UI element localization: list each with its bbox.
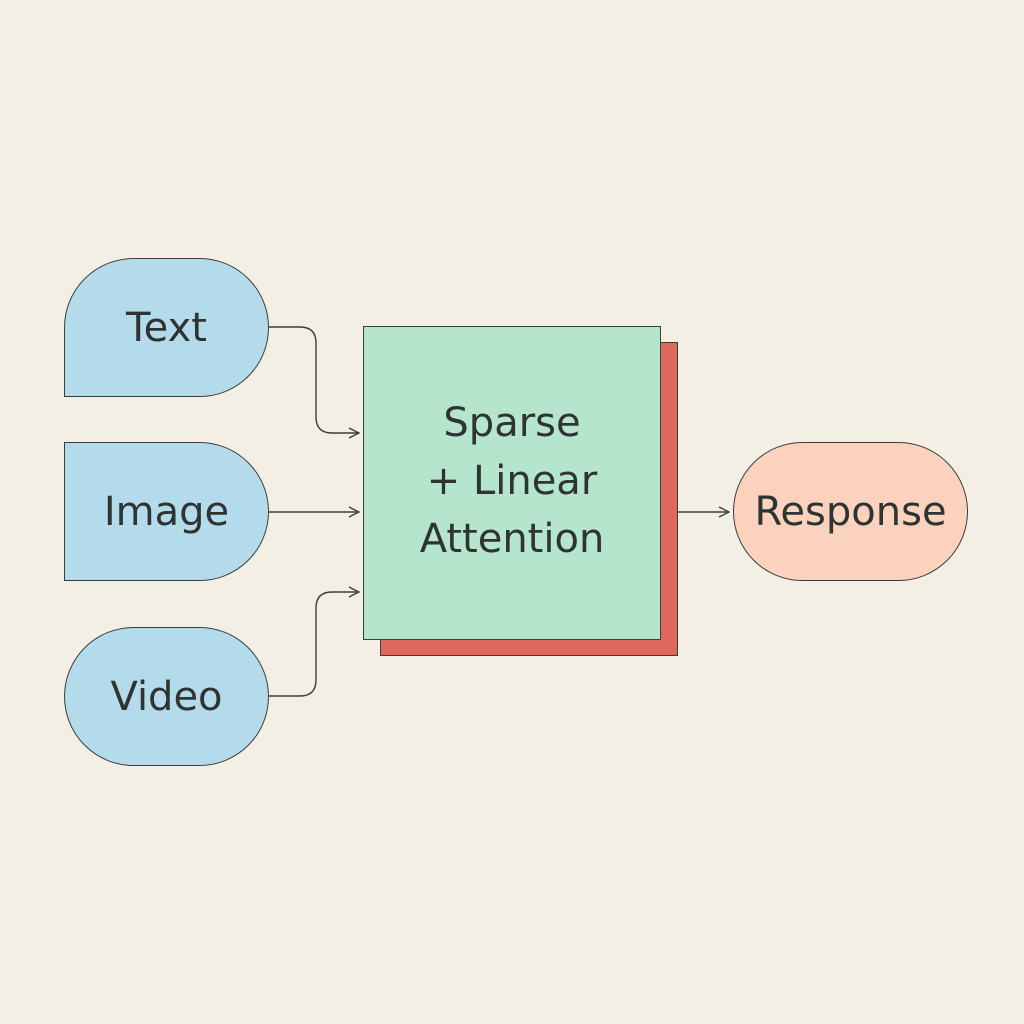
output-node-response: Response (733, 442, 968, 581)
edge-video-to-attention (269, 592, 359, 697)
input-node-image-label: Image (103, 488, 230, 535)
input-node-image: Image (64, 442, 269, 581)
input-node-video: Video (64, 627, 269, 766)
attention-label-line-1: Sparse (443, 400, 581, 446)
attention-block: Sparse + Linear Attention (363, 326, 661, 640)
input-node-video-label: Video (110, 673, 223, 720)
attention-label-line-3: Attention (419, 516, 605, 562)
attention-label-line-2: + Linear (426, 458, 598, 504)
edge-text-to-attention (269, 326, 359, 433)
input-node-text: Text (64, 258, 269, 397)
output-node-response-label: Response (754, 488, 947, 535)
input-node-text-label: Text (126, 304, 207, 351)
